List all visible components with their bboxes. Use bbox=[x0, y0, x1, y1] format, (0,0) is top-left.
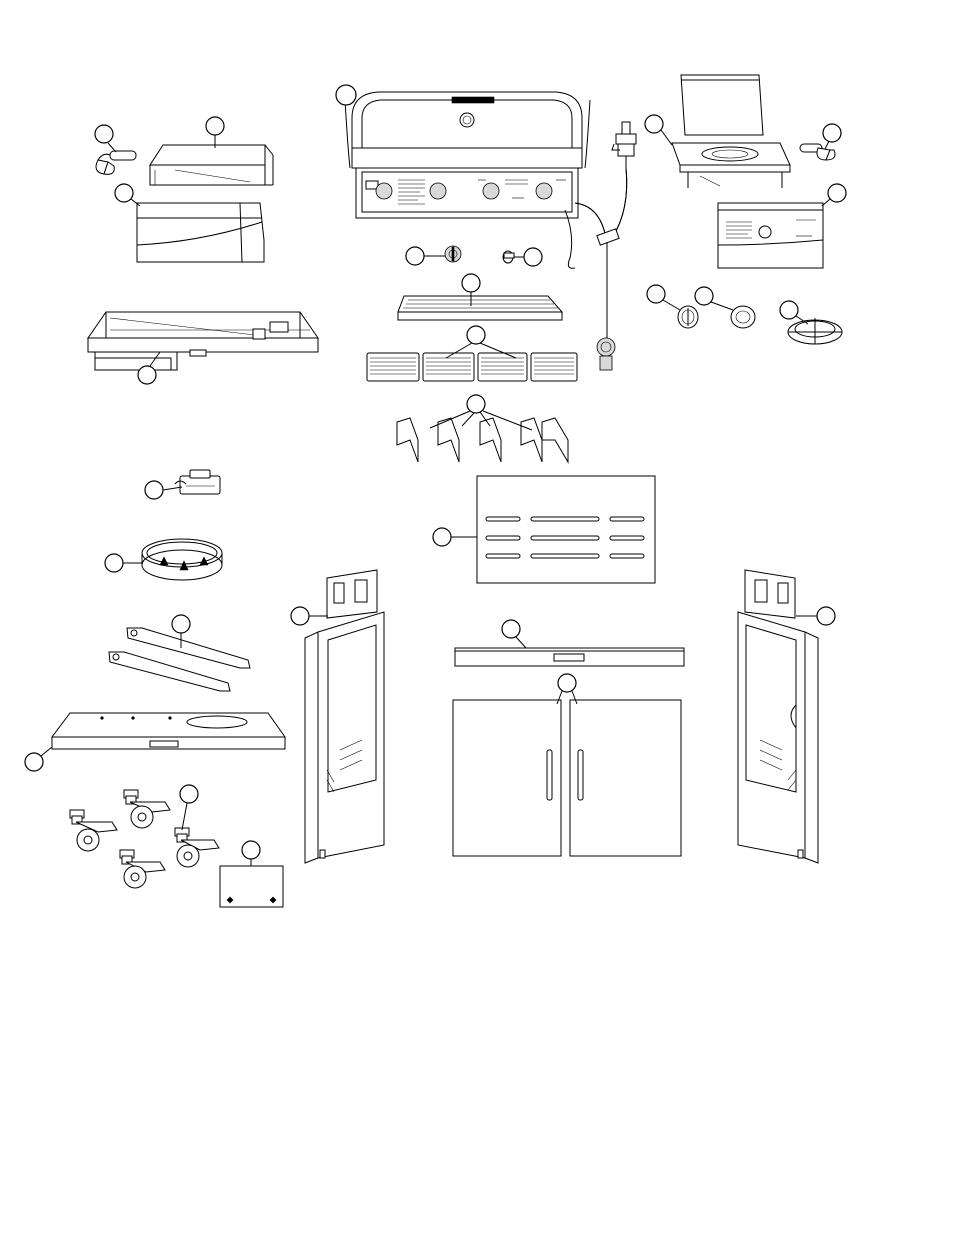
left-cart-frame bbox=[291, 570, 384, 863]
cross-braces bbox=[109, 615, 250, 691]
side-burner-control-panel bbox=[718, 184, 846, 268]
flame-tamers bbox=[397, 395, 568, 462]
cabinet-doors bbox=[453, 674, 681, 856]
rotisserie-bracket bbox=[145, 470, 220, 499]
side-burner-grate bbox=[780, 301, 842, 344]
warming-rack bbox=[398, 274, 562, 320]
casters bbox=[70, 785, 219, 888]
igniter-button bbox=[503, 248, 542, 266]
control-knob bbox=[406, 246, 461, 265]
left-side-panel bbox=[115, 184, 264, 262]
side-burner-knob bbox=[647, 285, 698, 328]
grill-head bbox=[336, 85, 590, 218]
burner-ring bbox=[105, 539, 222, 580]
top-crossbar bbox=[455, 620, 684, 666]
left-shelf-hose-clip bbox=[95, 125, 136, 174]
right-cart-frame bbox=[738, 570, 835, 863]
grease-cup bbox=[95, 352, 177, 384]
left-side-shelf-cover bbox=[150, 117, 273, 185]
side-burner-cap bbox=[695, 287, 755, 328]
back-plate bbox=[220, 841, 283, 907]
right-shelf-hose-clip bbox=[800, 124, 841, 160]
rear-panel bbox=[433, 476, 655, 583]
grease-tray bbox=[88, 312, 318, 356]
bottom-shelf bbox=[25, 713, 285, 771]
cooking-grids bbox=[367, 326, 577, 381]
side-burner-lid bbox=[645, 75, 790, 188]
